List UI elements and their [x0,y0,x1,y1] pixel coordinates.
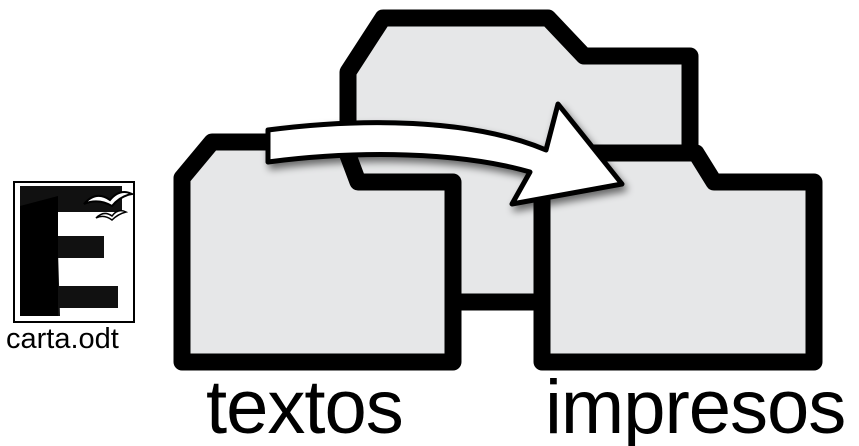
writer-document-icon[interactable] [13,181,136,323]
target-folder-label: impresos [545,365,846,446]
file-name-label: carta.odt [6,323,119,355]
source-folder-label: textos [206,365,404,446]
move-arrow-icon [265,101,625,207]
textos-folder-icon[interactable] [173,133,462,371]
